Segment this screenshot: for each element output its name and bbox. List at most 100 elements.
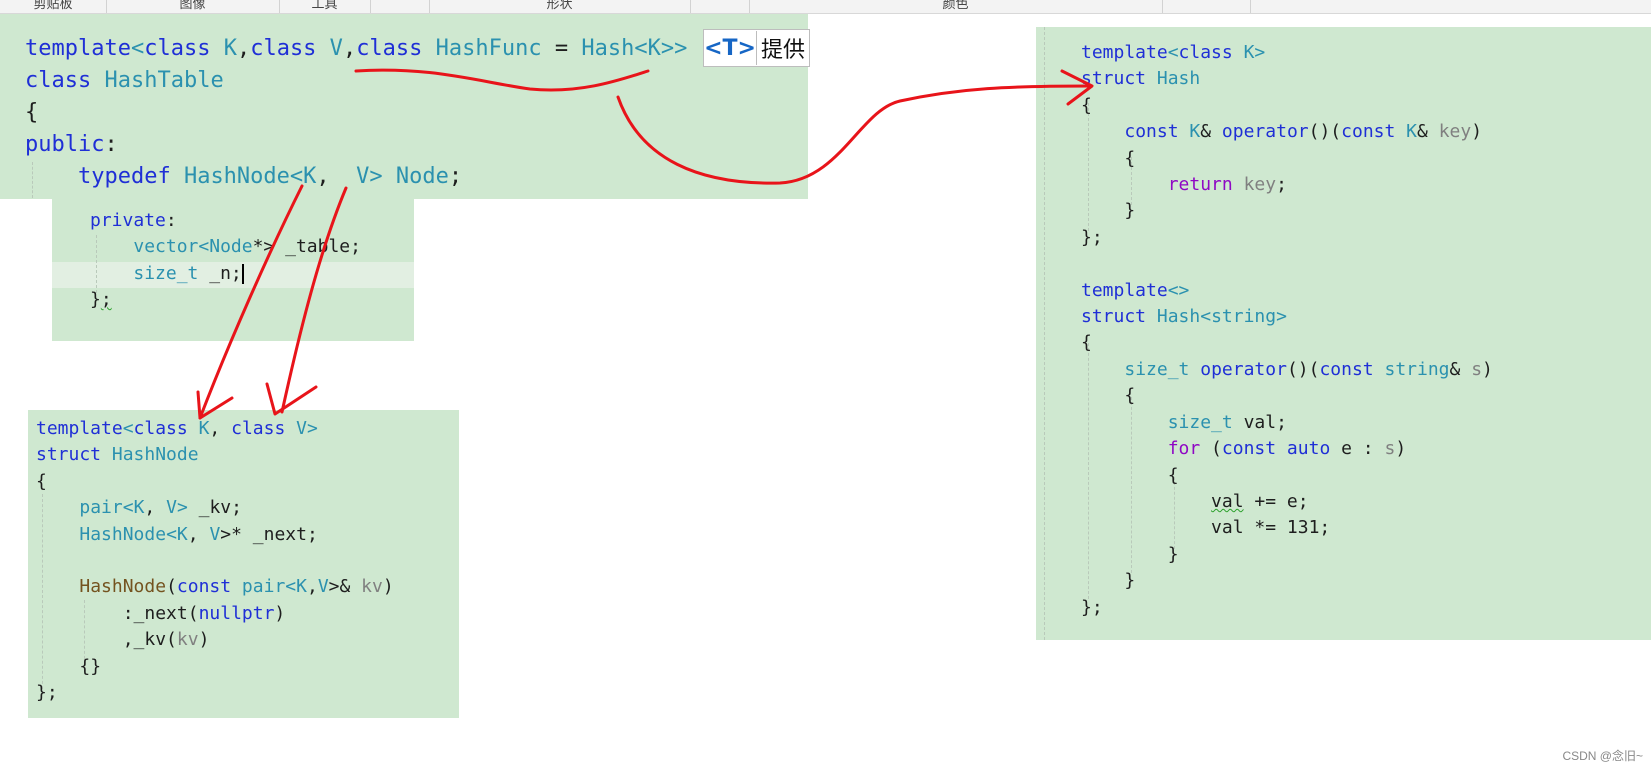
code-token: < [130, 36, 145, 61]
code-token: > [1254, 42, 1266, 63]
code-line: }; [90, 289, 112, 310]
code-token: >* _next; [220, 523, 318, 545]
code-line: }; [36, 682, 58, 704]
code-token: K [1395, 121, 1418, 143]
code-token: struct [1081, 68, 1147, 90]
code-line: template<class K,class V,class HashFunc … [25, 36, 687, 61]
ribbon-group-colors[interactable]: 颜色 [749, 0, 1163, 13]
code-line: template<class K> [1081, 42, 1265, 63]
code-token: K [176, 523, 188, 545]
text-caret [241, 263, 244, 284]
code-token: class [144, 36, 211, 61]
code-token: V [166, 497, 177, 519]
code-token: return [1167, 174, 1233, 196]
private-members-panel: private: vector<Node*> _table; size_t _n… [52, 199, 414, 341]
code-token: { [1124, 147, 1136, 169]
code-token: val [1211, 517, 1244, 539]
paint-ribbon: 剪贴板 图像 工具 形状 颜色 [0, 0, 1651, 14]
ribbon-group-brushes[interactable] [370, 0, 430, 13]
code-token: template [1081, 42, 1168, 63]
ribbon-group-shapes[interactable]: 形状 [429, 0, 691, 13]
code-line: val += e; [1081, 491, 1309, 512]
code-token: , [236, 36, 251, 61]
code-token: V [317, 576, 329, 598]
code-line: struct Hash<string> [1081, 306, 1287, 327]
code-token: K [296, 576, 307, 598]
code-line: { [1081, 465, 1179, 486]
code-token: V [356, 164, 370, 189]
code-line: size_t val; [1081, 412, 1287, 433]
code-token: : [165, 210, 177, 231]
code-token: ; [1276, 174, 1287, 196]
code-token: key [1232, 174, 1277, 196]
code-token: const [176, 576, 232, 598]
code-token: HashFunc [422, 36, 542, 61]
code-token: < [122, 418, 134, 439]
code-token: ( [166, 576, 177, 598]
current-line-highlight [52, 262, 414, 288]
code-line: } [1081, 200, 1135, 221]
arrowhead [265, 382, 318, 416]
code-line: HashNode(const pair<K,V>& kv) [36, 576, 393, 598]
code-line: } [1081, 544, 1179, 565]
code-token: HashNode [79, 576, 167, 598]
code-token: V [209, 523, 221, 545]
code-line: { [1081, 332, 1092, 354]
code-token: string [1373, 358, 1450, 380]
code-line: }; [1081, 226, 1103, 248]
code-token: ; [100, 289, 112, 311]
hashtable-code: template<class K,class V,class HashFunc … [25, 33, 687, 193]
code-token: >& [328, 576, 362, 598]
code-token: { [1124, 385, 1136, 407]
ribbon-group-tools[interactable]: 工具 [279, 0, 371, 13]
code-token: } [90, 289, 101, 311]
code-token: ) [198, 629, 210, 651]
code-token: <> [1167, 279, 1190, 301]
code-token: for [1167, 438, 1201, 460]
code-token: > [369, 164, 383, 189]
ribbon-group-edit-colors[interactable] [1162, 0, 1251, 13]
code-token: K [647, 36, 661, 61]
code-token: , [342, 36, 357, 61]
code-token: , [144, 497, 167, 519]
code-token: HashTable [91, 68, 224, 93]
indent-guide [1174, 477, 1175, 549]
code-line: return key; [1081, 174, 1287, 195]
code-token: class [1178, 42, 1233, 63]
code-token: size_t [133, 262, 199, 284]
code-token: size_t [1124, 358, 1190, 380]
code-token: const [1341, 121, 1396, 143]
template-icon: <T> [704, 31, 757, 65]
indent-guide [84, 600, 85, 664]
code-line: struct HashNode [36, 444, 199, 465]
code-token: ) [1395, 438, 1407, 460]
code-token: , [187, 523, 210, 545]
code-token: HashNode [170, 164, 290, 189]
code-token: operator [1189, 358, 1287, 380]
underline-stroke [354, 68, 650, 92]
code-token: Hash [581, 36, 635, 61]
code-line: template<> [1081, 280, 1189, 301]
arrow-to-hashnode-k [198, 184, 304, 420]
hash-functor-code-panel: template<class K> struct Hash { const K&… [1036, 27, 1651, 640]
code-token: < [289, 164, 304, 189]
code-token: } [1124, 570, 1136, 592]
code-suggestion-tooltip[interactable]: <T> 提供 [703, 29, 811, 67]
code-token: & [1449, 358, 1472, 380]
ribbon-group-image[interactable]: 图像 [106, 0, 280, 13]
code-token: const [1221, 438, 1277, 460]
code-token: V [285, 418, 307, 439]
code-token: , [306, 576, 318, 598]
code-token: pair [231, 576, 286, 598]
code-token: kv [361, 576, 383, 598]
ribbon-group-clipboard[interactable]: 剪贴板 [0, 0, 107, 13]
code-token: s [1471, 358, 1483, 380]
code-line: template<class K, class V> [36, 418, 318, 439]
ribbon-group-size[interactable] [690, 0, 750, 13]
code-line: for (const auto e : s) [1081, 438, 1406, 459]
code-token: K [1178, 121, 1201, 143]
indent-guide [1044, 27, 1045, 640]
code-token: string [1211, 306, 1277, 328]
hashnode-code-panel: template<class K, class V> struct HashNo… [28, 410, 459, 718]
code-token: private [90, 210, 166, 231]
